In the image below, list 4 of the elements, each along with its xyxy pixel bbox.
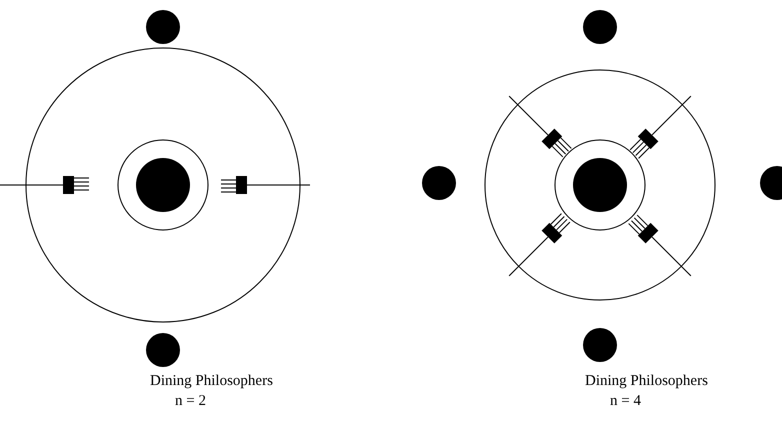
caption-text: Dining Philosophers: [150, 372, 273, 390]
caption-text: n = 2: [175, 392, 206, 410]
caption-text: Dining Philosophers: [585, 372, 708, 390]
caption-text: n = 4: [610, 392, 641, 410]
